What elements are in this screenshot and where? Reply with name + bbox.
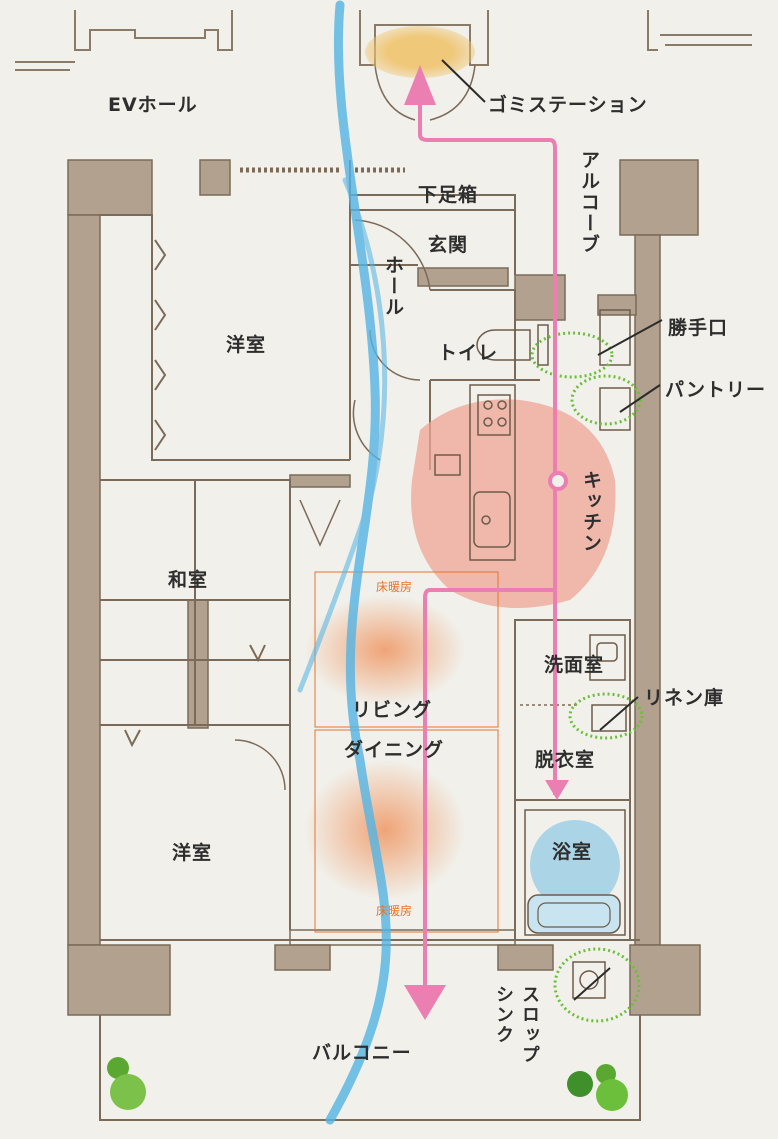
garbage-station-label: ゴミステーション	[488, 94, 648, 116]
kitchen-zone	[411, 399, 616, 608]
ev-hall-label: EVホール	[108, 94, 198, 116]
kitchen-label: キッチン	[580, 470, 602, 554]
washroom-label: 洗面室	[544, 654, 605, 676]
washroom-fixtures	[589, 634, 627, 732]
linen-closet-label: リネン庫	[644, 687, 725, 709]
wardrobe-2	[124, 644, 266, 748]
wind-flow	[297, 0, 391, 1125]
leader-lines	[441, 59, 663, 1001]
wardrobe-1	[154, 239, 167, 451]
floor-heating-1-label: 床暖房	[376, 580, 413, 594]
bathroom-label: 浴室	[552, 841, 593, 863]
bath-fixtures	[524, 809, 626, 936]
alcove-label: アルコーブ	[578, 150, 600, 255]
slop-sink-fixture	[572, 961, 606, 999]
balcony-shrubs	[107, 1057, 628, 1111]
plant-rings	[530, 331, 644, 1023]
western-room-1-label: 洋室	[226, 334, 267, 356]
japanese-room-label: 和室	[168, 569, 209, 591]
walls	[67, 159, 701, 1016]
hall-label: ホール	[382, 255, 404, 318]
pantry-fixtures	[599, 309, 631, 431]
entrance-label: 玄関	[428, 234, 469, 256]
flow-arrowheads	[404, 65, 569, 1020]
toilet-label: トイレ	[438, 342, 499, 364]
balcony-label: バルコニー	[312, 1042, 412, 1064]
service-door-label: 勝手口	[668, 317, 729, 339]
western-room-2-label: 洋室	[172, 842, 213, 864]
pantry-label: パントリー	[665, 379, 766, 401]
interior-walls	[99, 160, 641, 1121]
kitchen-fixtures	[434, 384, 516, 561]
dining-label: ダイニング	[344, 739, 445, 761]
dressing-room-label: 脱衣室	[535, 749, 596, 771]
living-label: リビング	[352, 699, 433, 721]
slop-sink-label: スロップシンク	[493, 985, 540, 1065]
corridor-lines	[15, 10, 752, 71]
shoe-box-label: 下足箱	[418, 184, 479, 206]
floor-heating-2-label: 床暖房	[376, 904, 413, 918]
circulation-flow	[418, 100, 568, 1000]
